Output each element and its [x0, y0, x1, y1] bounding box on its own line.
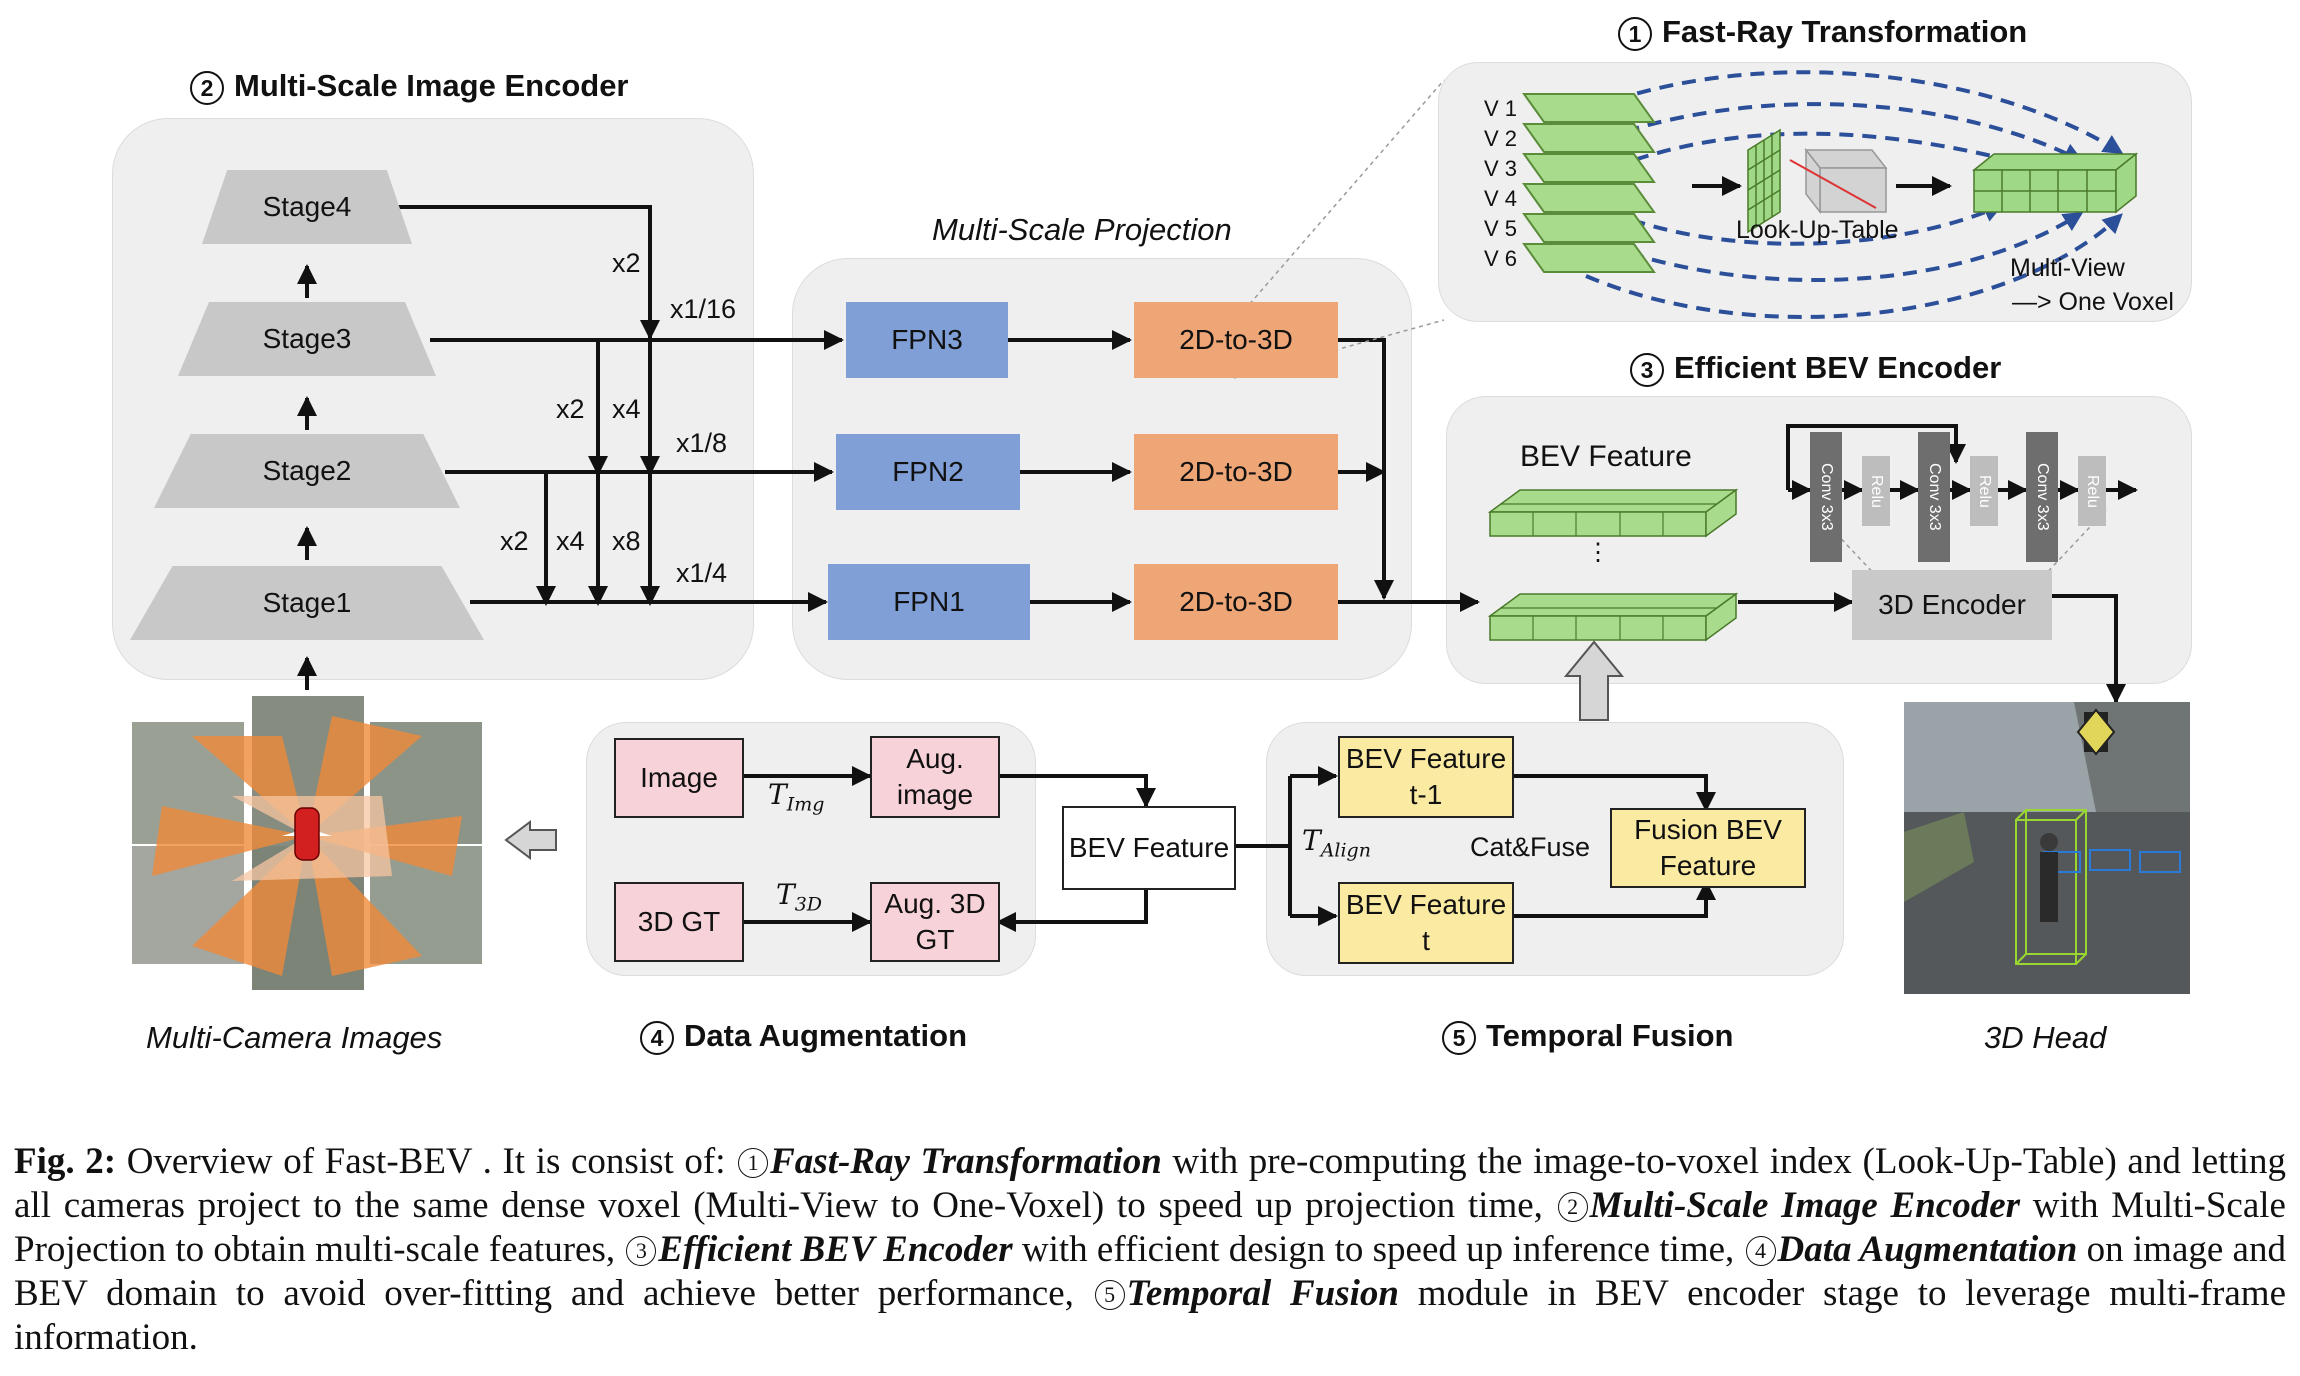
- ratio-1-4: x1/4: [676, 558, 728, 588]
- scale-x4-s3: x4: [612, 394, 641, 424]
- ratio-1-8: x1/8: [676, 428, 728, 458]
- scale-x2-s4: x2: [612, 248, 641, 278]
- view-label-6: V 6: [1484, 246, 1518, 271]
- encoder-3d: 3D Encoder: [1852, 570, 2052, 640]
- conv-3: Conv 3x3: [2026, 432, 2058, 562]
- view-label-3: V 3: [1484, 156, 1518, 181]
- scale-x8-s2: x8: [612, 526, 641, 556]
- figure-caption: Fig. 2: Overview of Fast-BEV . It is con…: [14, 1141, 2287, 1358]
- relu-1: Relu: [1862, 456, 1890, 526]
- bev-cur-box: BEV Feature t: [1338, 882, 1514, 964]
- bev-feature-box: BEV Feature: [1062, 806, 1236, 890]
- bev-dots: ⋮: [1586, 539, 1610, 566]
- bev-prev-box: BEV Feature t-1: [1338, 736, 1514, 818]
- gt-box: 3D GT: [614, 882, 744, 962]
- d23-2: 2D-to-3D: [1134, 434, 1338, 510]
- head-label: 3D Head: [1984, 1020, 2107, 1055]
- t-img-label: TImg: [768, 778, 825, 816]
- relu-3: Relu: [2078, 456, 2106, 526]
- fpn2: FPN2: [836, 434, 1020, 510]
- stage4: Stage4: [202, 170, 412, 244]
- image-box: Image: [614, 738, 744, 818]
- caption-fig-label: Fig. 2:: [14, 1141, 117, 1182]
- view-label-2: V 2: [1484, 126, 1518, 151]
- scale-x2-s2: x2: [500, 526, 529, 556]
- fusion-box: Fusion BEV Feature: [1610, 808, 1806, 888]
- view-label-4: V 4: [1484, 186, 1518, 211]
- head-image: [1904, 702, 2190, 994]
- scale-x2-s3: x2: [556, 394, 585, 424]
- aug-gt-box: Aug. 3D GT: [870, 882, 1000, 962]
- fpn3: FPN3: [846, 302, 1008, 378]
- catfuse-label: Cat&Fuse: [1470, 832, 1591, 862]
- ratio-1-16: x1/16: [670, 294, 737, 324]
- multi-view-label-2: —> One Voxel: [2012, 288, 2174, 316]
- d23-3: 2D-to-3D: [1134, 302, 1338, 378]
- projection-label: Multi-Scale Projection: [932, 212, 1232, 247]
- fpn1: FPN1: [828, 564, 1030, 640]
- t-3d-label: T3D: [776, 878, 823, 916]
- conv-2: Conv 3x3: [1918, 432, 1950, 562]
- stage1: Stage1: [130, 566, 484, 640]
- conv-1: Conv 3x3: [1810, 432, 1842, 562]
- view-label-5: V 5: [1484, 216, 1518, 241]
- view-label-1: V 1: [1484, 96, 1518, 121]
- relu-2: Relu: [1970, 456, 1998, 526]
- multi-camera-image: [132, 696, 482, 990]
- stage3: Stage3: [178, 302, 436, 376]
- d23-1: 2D-to-3D: [1134, 564, 1338, 640]
- t-align-label: TAlign: [1302, 824, 1371, 862]
- stage2: Stage2: [154, 434, 460, 508]
- scale-x4-s2: x4: [556, 526, 585, 556]
- aug-image-box: Aug. image: [870, 736, 1000, 818]
- multi-camera-label: Multi-Camera Images: [146, 1020, 443, 1055]
- multi-view-label-1: Multi-View: [2010, 254, 2125, 282]
- lut-label: Look-Up-Table: [1736, 216, 1899, 244]
- bev-feature-label: BEV Feature: [1520, 440, 1692, 473]
